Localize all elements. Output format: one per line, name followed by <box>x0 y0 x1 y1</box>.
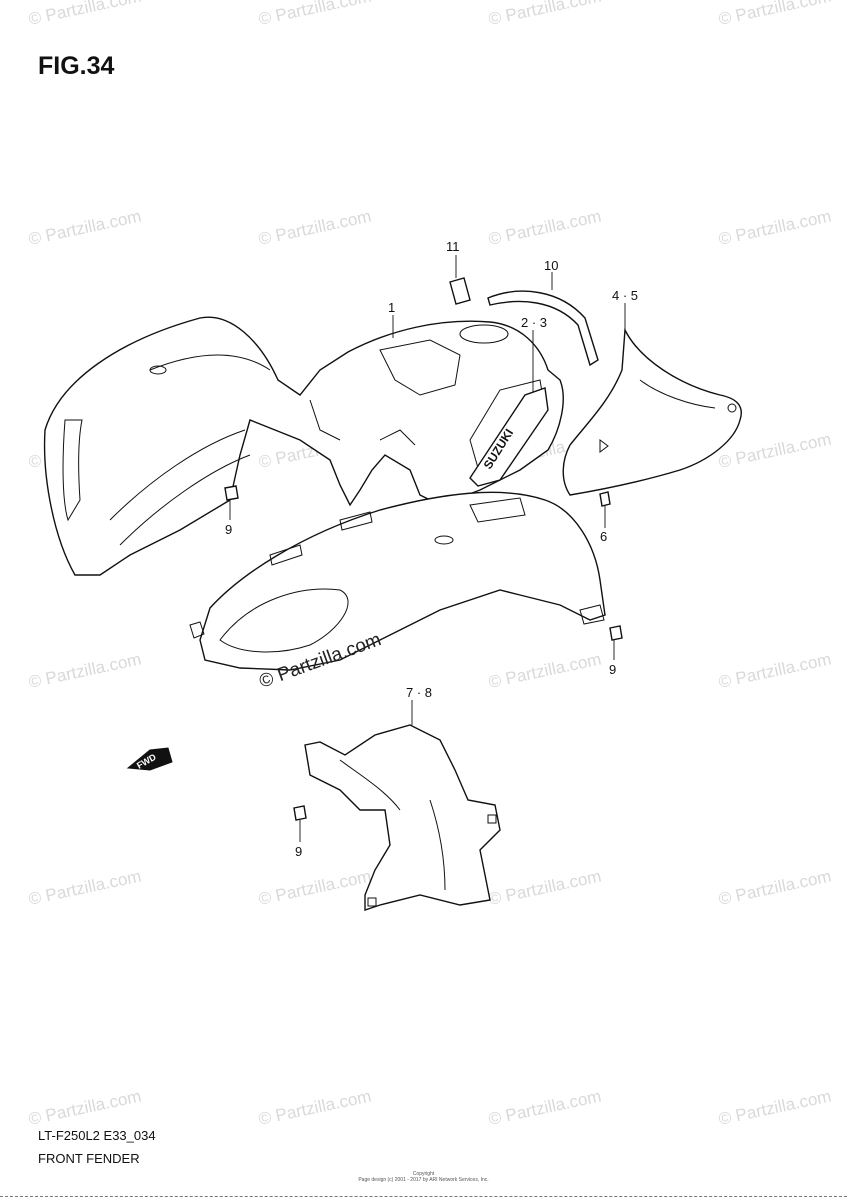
model-code: LT-F250L2 E33_034 <box>38 1128 156 1143</box>
side-cover-part <box>562 327 742 496</box>
callout-10: 10 <box>544 258 558 273</box>
callout-1: 1 <box>388 300 395 315</box>
watermark: © Partzilla.com <box>27 207 143 249</box>
watermark: © Partzilla.com <box>717 867 833 909</box>
watermark: © Partzilla.com <box>717 0 833 29</box>
watermark: © Partzilla.com <box>487 1087 603 1129</box>
watermark: © Partzilla.com <box>27 1087 143 1129</box>
watermark: © Partzilla.com <box>487 867 603 909</box>
watermark: © Partzilla.com <box>487 650 603 692</box>
watermark: © Partzilla.com <box>257 207 373 249</box>
front-fender-lower-part <box>189 491 606 671</box>
callout-labels: 1 2 · 3 4 · 5 6 7 · 8 9 9 9 10 11 <box>225 239 638 859</box>
clip-fastener <box>224 485 623 821</box>
front-fender-part <box>43 316 564 576</box>
watermark: © Partzilla.com <box>487 207 603 249</box>
section-title: FRONT FENDER <box>38 1151 140 1166</box>
callout-9: 9 <box>225 522 232 537</box>
callout-9: 9 <box>295 844 302 859</box>
callout-11: 11 <box>446 239 460 254</box>
watermark: © Partzilla.com <box>257 0 373 29</box>
mud-guard-part <box>304 724 501 911</box>
callout-4-5: 4 · 5 <box>612 288 638 303</box>
callout-2-3: 2 · 3 <box>521 315 547 330</box>
callout-9: 9 <box>609 662 616 677</box>
watermark: © Partzilla.com <box>717 650 833 692</box>
figure-label: FIG.34 <box>38 52 115 80</box>
watermark: © Partzilla.com <box>487 0 603 29</box>
leader-lines <box>229 255 626 842</box>
trim-strip-part <box>487 290 599 367</box>
callout-7-8: 7 · 8 <box>406 685 432 700</box>
watermark: © Partzilla.com <box>27 0 143 29</box>
watermark: © Partzilla.com <box>27 867 143 909</box>
watermark: © Partzilla.com <box>717 1087 833 1129</box>
copyright-label: Copyright <box>412 1171 435 1177</box>
watermark: © Partzilla.com <box>717 430 833 472</box>
copyright-notice: Page design (c) 2001 - 2017 by ARI Netwo… <box>358 1177 489 1183</box>
watermark: © Partzilla.com <box>257 1087 373 1129</box>
callout-6: 6 <box>600 529 607 544</box>
cap-part <box>449 277 471 305</box>
page-divider <box>0 1196 847 1197</box>
watermark: © Partzilla.com <box>257 867 373 909</box>
forward-arrow-icon: FWD <box>126 747 173 771</box>
watermark: © Partzilla.com <box>717 207 833 249</box>
watermark: © Partzilla.com <box>27 650 143 692</box>
